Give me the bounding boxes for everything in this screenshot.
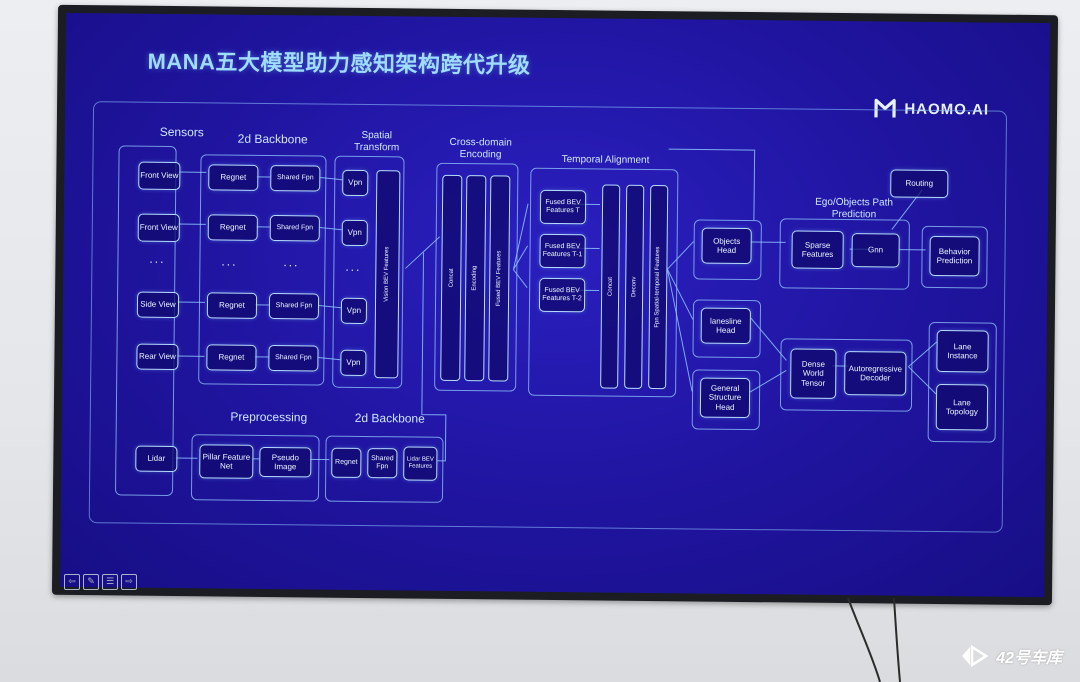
backbone-top-label: 2d Backbone — [237, 131, 308, 147]
fused-bev-t2-box: Fused BEV Features T-2 — [538, 277, 586, 313]
sensor-side-view: Side View — [136, 291, 180, 319]
regnet-box: Regnet — [206, 292, 258, 319]
fpn-spatial-temporal-text: Fpn Spatial-temporal Features — [654, 246, 662, 328]
dense-world-tensor-box: Dense World Tensor — [790, 348, 837, 399]
cross-domain-label: Cross-domain Encoding — [449, 136, 512, 160]
watermark: 42号车库 — [960, 644, 1062, 668]
fused-bev-features-text: Fused BEV Features — [495, 250, 503, 307]
shared-fpn-box: Shared Fpn — [268, 293, 320, 320]
watermark-text: 42号车库 — [996, 650, 1062, 667]
lidar-shared-fpn-box: Shared Fpn — [367, 448, 398, 479]
pillar-feature-net-box: Pillar Feature Net — [199, 444, 254, 479]
temporal-concat-bar: Concat — [600, 184, 621, 389]
deconv-bar: Deconv — [624, 184, 645, 389]
autoregressive-decoder-box: Autoregressive Decoder — [844, 351, 907, 396]
objects-head-box: Objects Head — [701, 227, 752, 265]
sensor-ellipsis: ... — [149, 251, 166, 266]
regnet-box: Regnet — [208, 164, 259, 191]
shared-fpn-box: Shared Fpn — [268, 345, 319, 372]
spatial-transform-label: Spatial Transform — [353, 129, 400, 153]
fpn-spatial-temporal-bar: Fpn Spatial-temporal Features — [648, 184, 669, 390]
haomo-logo: HAOMO.AI — [874, 97, 989, 120]
gnn-box: Gnn — [851, 233, 900, 268]
pen-icon[interactable]: ✎ — [83, 574, 99, 590]
fused-bev-t-box: Fused BEV Features T — [539, 189, 587, 225]
vpn-box: Vpn — [342, 169, 369, 197]
concat-text: Concat — [448, 268, 455, 288]
regnet-box: Regnet — [206, 344, 257, 371]
diagram-connectors — [175, 148, 937, 462]
encoding-bar: Encoding — [464, 175, 487, 382]
presentation-slide: MANA五大模型助力感知架构跨代升级 HAOMO.AI — [60, 12, 1050, 598]
sensor-rear-view: Rear View — [136, 343, 179, 371]
lidar-regnet-box: Regnet — [331, 447, 362, 478]
previous-slide-icon[interactable]: ⇦ — [64, 574, 80, 590]
ego-objects-label: Ego/Objects Path Prediction — [815, 196, 894, 220]
watermark-logo-icon — [960, 644, 989, 668]
shared-fpn-box: Shared Fpn — [269, 215, 320, 242]
tv-monitor: MANA五大模型助力感知架构跨代升级 HAOMO.AI — [51, 4, 1059, 606]
sensor-front-view-1: Front View — [138, 161, 181, 191]
lidar-bev-features-box: Lidar BEV Features — [403, 446, 438, 481]
temporal-concat-text: Concat — [607, 277, 614, 297]
sparse-features-box: Sparse Features — [791, 230, 844, 270]
behavior-prediction-box: Behavior Prediction — [929, 235, 980, 277]
vpn-ellipsis: ... — [345, 259, 362, 274]
concat-bar: Concat — [440, 174, 463, 382]
general-structure-head-box: General Structure Head — [699, 377, 751, 419]
menu-icon[interactable]: ☰ — [102, 574, 118, 590]
temporal-alignment-label: Temporal Alignment — [561, 154, 650, 166]
lane-topology-box: Lane Topology — [935, 383, 989, 431]
fused-bev-t1-box: Fused BEV Features T-1 — [539, 233, 586, 269]
preprocessing-label: Preprocessing — [230, 409, 308, 425]
backbone-ellipsis: ... — [283, 255, 300, 270]
encoding-text: Encoding — [472, 265, 479, 291]
fused-bev-features-bar: Fused BEV Features — [488, 175, 511, 382]
haomo-logo-icon — [874, 97, 897, 119]
backbone-bottom-label: 2d Backbone — [354, 410, 425, 426]
regnet-box: Regnet — [207, 214, 258, 241]
sensor-lidar: Lidar — [135, 445, 178, 473]
vpn-box: Vpn — [340, 349, 367, 377]
backbone-ellipsis: ... — [221, 254, 238, 269]
vpn-box: Vpn — [341, 219, 368, 247]
slide-controls: ⇦ ✎ ☰ ⇨ — [64, 574, 137, 590]
deconv-text: Deconv — [631, 276, 638, 298]
sensors-label: Sensors — [159, 124, 204, 140]
vision-bev-features-text: Vision BEV Features — [384, 246, 391, 302]
shared-fpn-box: Shared Fpn — [270, 165, 321, 192]
vision-bev-features-bar: Vision BEV Features — [374, 170, 401, 379]
pseudo-image-box: Pseudo Image — [259, 446, 312, 478]
routing-box: Routing — [890, 169, 949, 199]
sensor-front-view-2: Front View — [137, 213, 180, 243]
lanesline-head-box: lanesline Head — [700, 307, 751, 345]
next-slide-icon[interactable]: ⇨ — [121, 574, 137, 590]
lane-instance-box: Lane Instance — [936, 329, 989, 373]
sensors-group — [114, 145, 177, 497]
vpn-box: Vpn — [340, 297, 368, 325]
